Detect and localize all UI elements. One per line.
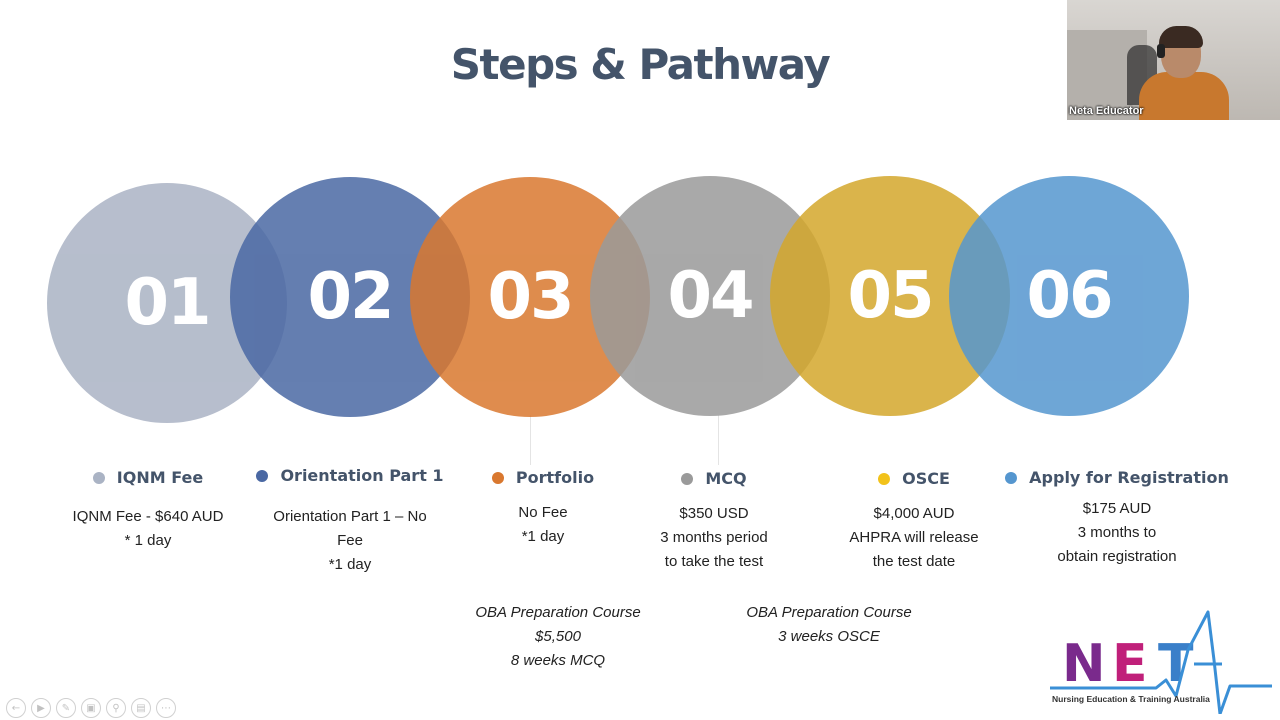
step-heading: IQNM Fee — [58, 468, 238, 487]
step-detail-line: $175 AUD — [1082, 500, 1152, 517]
slideshow-controls: ← ▶ ✎ ▣ ⚲ ▤ ⋯ — [6, 698, 176, 718]
step-6: Apply for Registration $175 AUD 3 months… — [1002, 468, 1232, 569]
step-detail-line: $350 USD — [679, 505, 749, 522]
bullet-dot-icon — [491, 471, 504, 484]
step-3: Portfolio No Fee *1 day — [448, 468, 638, 549]
step-detail-line: *1 day — [521, 528, 565, 545]
step-detail-line: Fee — [337, 532, 363, 549]
guide-line — [530, 415, 531, 465]
step-number: 05 — [847, 259, 934, 333]
heartbeat-a-icon — [1050, 610, 1272, 714]
bullet-dot-icon — [681, 472, 694, 485]
participant-name: Neta Educator — [1069, 105, 1144, 117]
logo-letter-t: T — [1158, 634, 1194, 694]
bullet-dot-icon — [1005, 471, 1018, 484]
step-details: $350 USD 3 months period to take the tes… — [624, 502, 804, 574]
note-line: 3 weeks OSCE — [778, 628, 880, 645]
step-1: IQNM Fee IQNM Fee - $640 AUD * 1 day — [58, 468, 238, 553]
step-detail-line: obtain registration — [1057, 548, 1177, 565]
more-icon[interactable]: ⋯ — [156, 698, 176, 718]
step-number: 03 — [487, 260, 574, 334]
step-heading-text: MCQ — [705, 469, 747, 488]
slides-icon[interactable]: ▣ — [81, 698, 101, 718]
step-heading: OSCE — [814, 469, 1014, 488]
step-number: 02 — [307, 260, 394, 334]
step-detail-line: 3 months period — [660, 529, 768, 546]
step-details: $4,000 AUD AHPRA will release the test d… — [814, 502, 1014, 574]
step-detail-line: * 1 day — [124, 532, 172, 549]
step-detail-line: 3 months to — [1077, 524, 1157, 541]
note-line: $5,500 — [535, 628, 581, 645]
step-number: 04 — [667, 259, 754, 333]
step-circles: 01 02 03 04 05 06 — [47, 176, 1189, 423]
logo-letter-n: N — [1062, 634, 1106, 694]
logo-letter-e: E — [1112, 634, 1148, 694]
step-4: MCQ $350 USD 3 months period to take the… — [624, 469, 804, 574]
step-number: 01 — [124, 266, 211, 340]
step-detail-line: Orientation Part 1 – No — [273, 508, 427, 525]
bullet-dot-icon — [92, 471, 105, 484]
step-heading: Apply for Registration — [1002, 468, 1232, 487]
headset-icon — [1157, 44, 1165, 58]
step-heading: MCQ — [624, 469, 804, 488]
step-detail-line: AHPRA will release — [849, 529, 979, 546]
presenter-video-tile[interactable]: Neta Educator — [1067, 0, 1280, 120]
step-detail-line: *1 day — [328, 556, 372, 573]
course-note-mcq: OBA Preparation Course $5,500 8 weeks MC… — [458, 601, 658, 673]
step-2: Orientation Part 1 Orientation Part 1 – … — [245, 466, 455, 577]
step-detail-line: the test date — [872, 553, 956, 570]
step-heading: Orientation Part 1 — [245, 466, 455, 485]
step-details: No Fee *1 day — [448, 501, 638, 549]
step-details: IQNM Fee - $640 AUD * 1 day — [58, 505, 238, 553]
step-circle-06: 06 — [949, 176, 1189, 416]
step-details: Orientation Part 1 – No Fee *1 day — [245, 505, 455, 577]
step-heading-text: Orientation Part 1 — [280, 466, 444, 485]
neta-logo: N E T Nursing Education & Training Austr… — [1048, 610, 1274, 714]
slide-title: Steps & Pathway — [450, 40, 831, 89]
step-details: $175 AUD 3 months to obtain registration — [1002, 497, 1232, 569]
step-detail-line: $4,000 AUD — [873, 505, 955, 522]
subtitles-icon[interactable]: ▤ — [131, 698, 151, 718]
bullet-dot-icon — [878, 472, 891, 485]
step-detail-line: No Fee — [518, 504, 568, 521]
step-heading-text: Apply for Registration — [1029, 468, 1229, 487]
play-icon[interactable]: ▶ — [31, 698, 51, 718]
bullet-dot-icon — [256, 469, 269, 482]
step-heading-text: OSCE — [902, 469, 950, 488]
note-line: OBA Preparation Course — [475, 604, 641, 621]
step-5: OSCE $4,000 AUD AHPRA will release the t… — [814, 469, 1014, 574]
course-note-osce: OBA Preparation Course 3 weeks OSCE — [729, 601, 929, 649]
arrow-left-icon[interactable]: ← — [6, 698, 26, 718]
step-number: 06 — [1026, 259, 1113, 333]
step-heading: Portfolio — [448, 468, 638, 487]
step-detail-line: IQNM Fee - $640 AUD — [72, 508, 224, 525]
step-heading-text: Portfolio — [515, 468, 595, 487]
step-heading-text: IQNM Fee — [116, 468, 204, 487]
note-line: 8 weeks MCQ — [510, 652, 606, 669]
note-line: OBA Preparation Course — [746, 604, 912, 621]
guide-line — [718, 415, 719, 465]
logo-tagline: Nursing Education & Training Australia — [1052, 694, 1210, 704]
pen-icon[interactable]: ✎ — [56, 698, 76, 718]
zoom-icon[interactable]: ⚲ — [106, 698, 126, 718]
step-detail-line: to take the test — [664, 553, 764, 570]
